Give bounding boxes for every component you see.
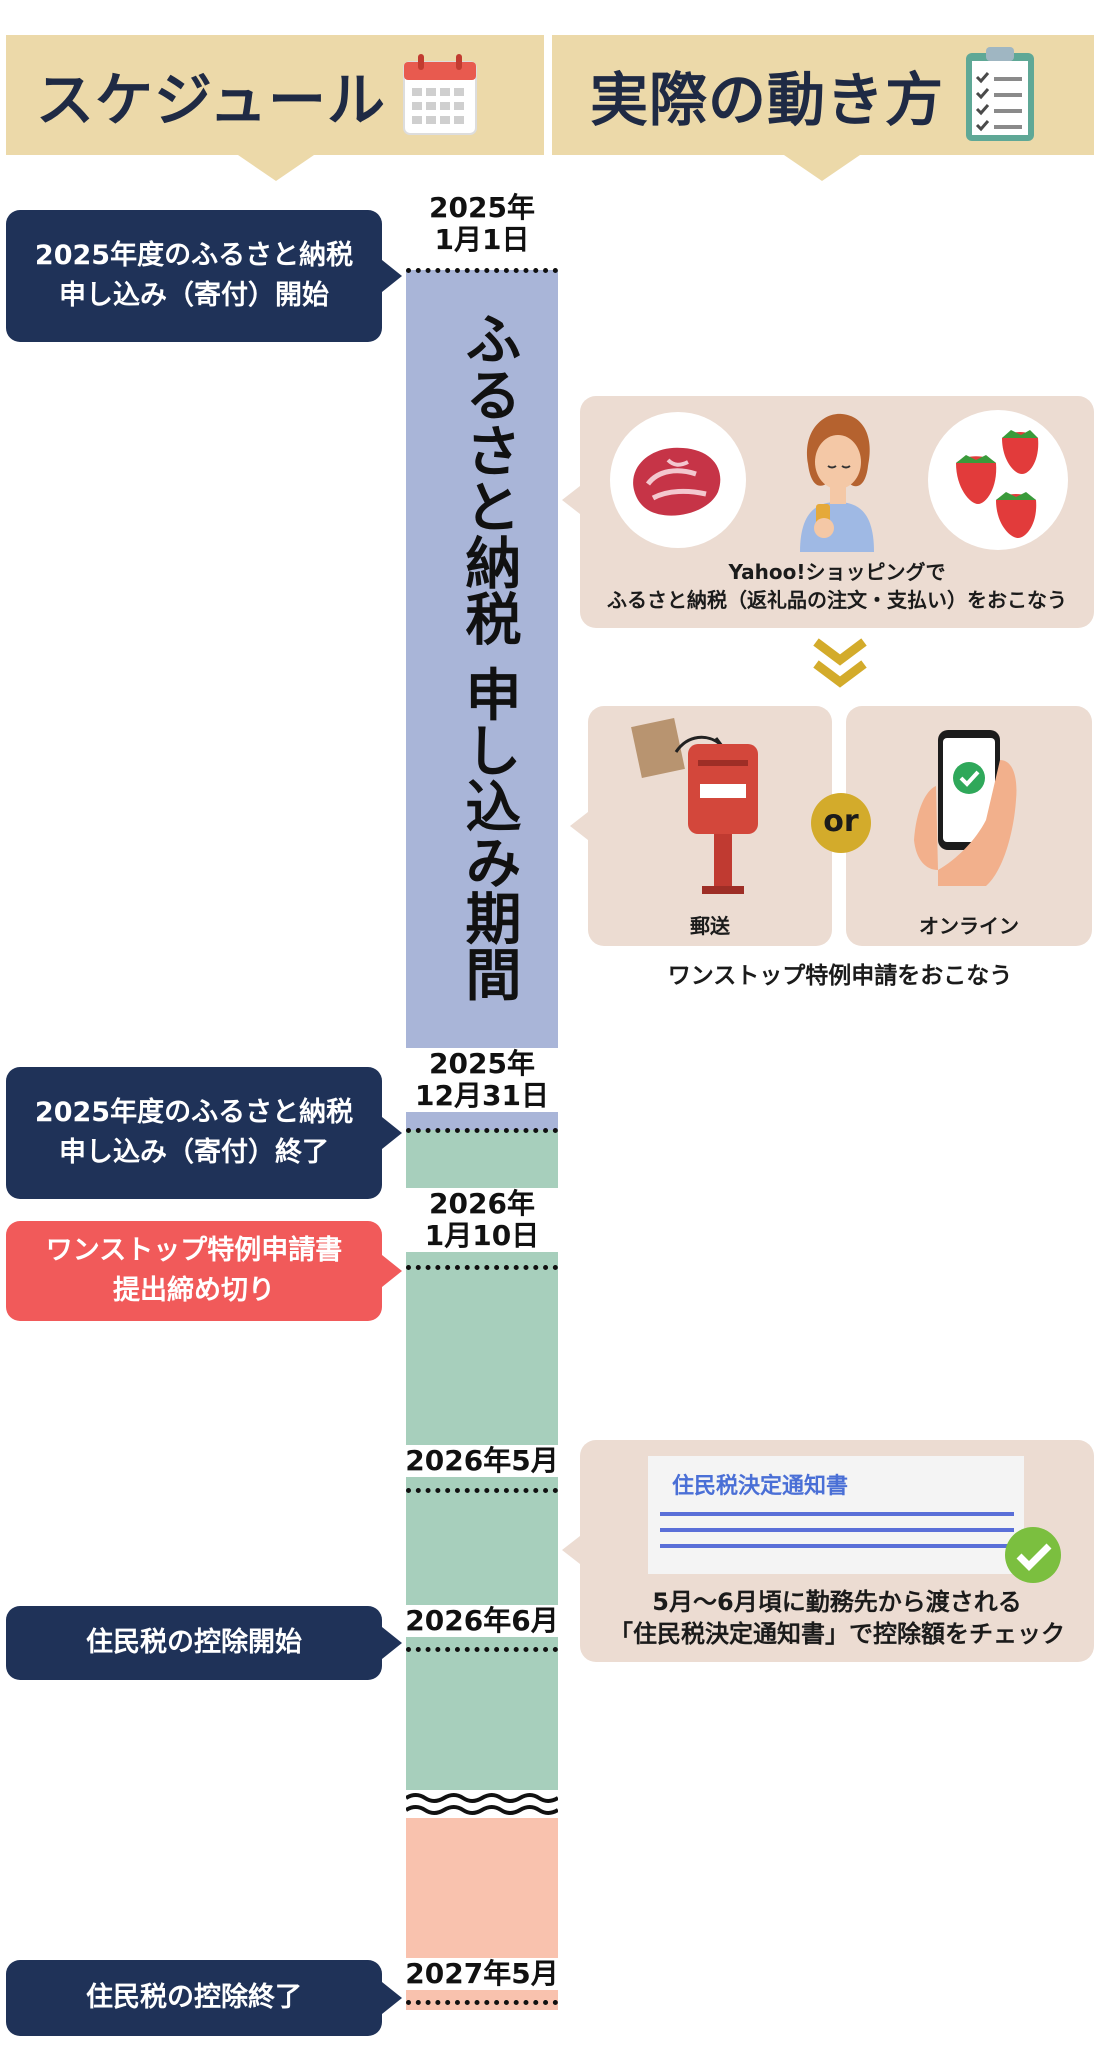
event-text: 住民税の控除開始 — [86, 1627, 302, 1658]
date-2026-jun: 2026年6月 — [400, 1605, 564, 1637]
schedule-header-pointer — [238, 155, 314, 181]
shopping-panel-pointer — [562, 486, 580, 514]
event-text: ワンストップ特例申請書 — [45, 1235, 343, 1266]
document-line — [660, 1544, 1014, 1548]
or-badge: or — [811, 793, 871, 853]
mail-option-label: 郵送 — [690, 914, 730, 938]
checkmark-icon — [1005, 1527, 1061, 1583]
event-text: 住民税の控除終了 — [86, 1982, 302, 2013]
event-deduction-start: 住民税の控除開始 — [6, 1606, 402, 1680]
event-onestop-deadline: ワンストップ特例申請書 提出締め切り — [6, 1221, 402, 1321]
tax-notice-panel: 住民税決定通知書 5月〜6月頃に勤務先から渡される 「住民税決定通知書」で控除額… — [580, 1440, 1094, 1662]
document-line — [660, 1528, 1014, 1532]
smartphone-check-icon — [914, 730, 1017, 886]
date-line — [406, 1265, 558, 1270]
event-text: 申し込み（寄付）開始 — [59, 280, 329, 311]
date-line — [406, 2000, 558, 2005]
event-text: 2025年度のふるさと納税 — [34, 1097, 354, 1128]
onestop-panel-pointer — [570, 812, 588, 840]
date-2025-dec-31: 2025年 12月31日 — [400, 1048, 564, 1112]
date-2025-jan-1: 2025年 1月1日 — [400, 192, 564, 256]
document-title: 住民税決定通知書 — [672, 1474, 849, 1499]
online-option-label: オンライン — [919, 914, 1019, 938]
clipboard-checklist-icon — [966, 47, 1035, 141]
date-line — [406, 1128, 558, 1133]
date-line — [406, 268, 558, 273]
actual-header-title: 実際の動き方 — [590, 66, 945, 134]
shopping-panel: Yahoo!ショッピングで ふるさと納税（返礼品の注文・支払い）をおこなう — [580, 396, 1094, 628]
schedule-header-title: スケジュール — [36, 66, 386, 134]
document-icon: 住民税決定通知書 — [648, 1456, 1024, 1574]
shopping-line-1: Yahoo!ショッピングで — [728, 560, 946, 584]
mail-option-panel: 郵送 — [588, 706, 832, 946]
event-text: 提出締め切り — [113, 1275, 275, 1306]
actual-header: 実際の動き方 — [552, 35, 1094, 155]
online-option-panel: オンライン — [846, 706, 1092, 946]
notice-line-1: 5月〜6月頃に勤務先から渡される — [652, 1588, 1022, 1616]
strawberries-icon — [928, 410, 1068, 550]
shopping-line-2: ふるさと納税（返礼品の注文・支払い）をおこなう — [607, 588, 1067, 612]
notice-panel-pointer — [562, 1536, 580, 1564]
notice-line-2: 「住民税決定通知書」で控除額をチェック — [609, 1620, 1065, 1648]
mailbox-icon — [631, 717, 758, 894]
calendar-icon — [402, 54, 477, 135]
event-text: 申し込み（寄付）終了 — [59, 1137, 329, 1168]
application-period-label: ふるさと納税 申し込み期間 — [456, 310, 521, 1002]
date-line — [406, 1647, 558, 1652]
date-2026-jan-10: 2026年 1月10日 — [400, 1188, 564, 1252]
timeline-break-mark — [406, 1790, 558, 1818]
actual-header-pointer — [784, 155, 860, 181]
application-period-bar — [406, 270, 558, 1130]
event-donation-end: 2025年度のふるさと納税 申し込み（寄付）終了 — [6, 1067, 402, 1199]
chevron-down-icon — [813, 638, 867, 688]
meat-icon — [610, 412, 746, 548]
onestop-caption: ワンストップ特例申請をおこなう — [667, 963, 1013, 989]
event-donation-start: 2025年度のふるさと納税 申し込み（寄付）開始 — [6, 210, 402, 342]
date-2026-may: 2026年5月 — [400, 1445, 564, 1477]
event-text: 2025年度のふるさと納税 — [34, 240, 354, 271]
date-line — [406, 1488, 558, 1493]
woman-with-phone-icon — [800, 413, 874, 552]
event-deduction-end: 住民税の控除終了 — [6, 1960, 402, 2036]
date-2027-may: 2027年5月 — [400, 1958, 564, 1990]
document-line — [660, 1512, 1014, 1516]
schedule-header: スケジュール — [6, 35, 544, 155]
